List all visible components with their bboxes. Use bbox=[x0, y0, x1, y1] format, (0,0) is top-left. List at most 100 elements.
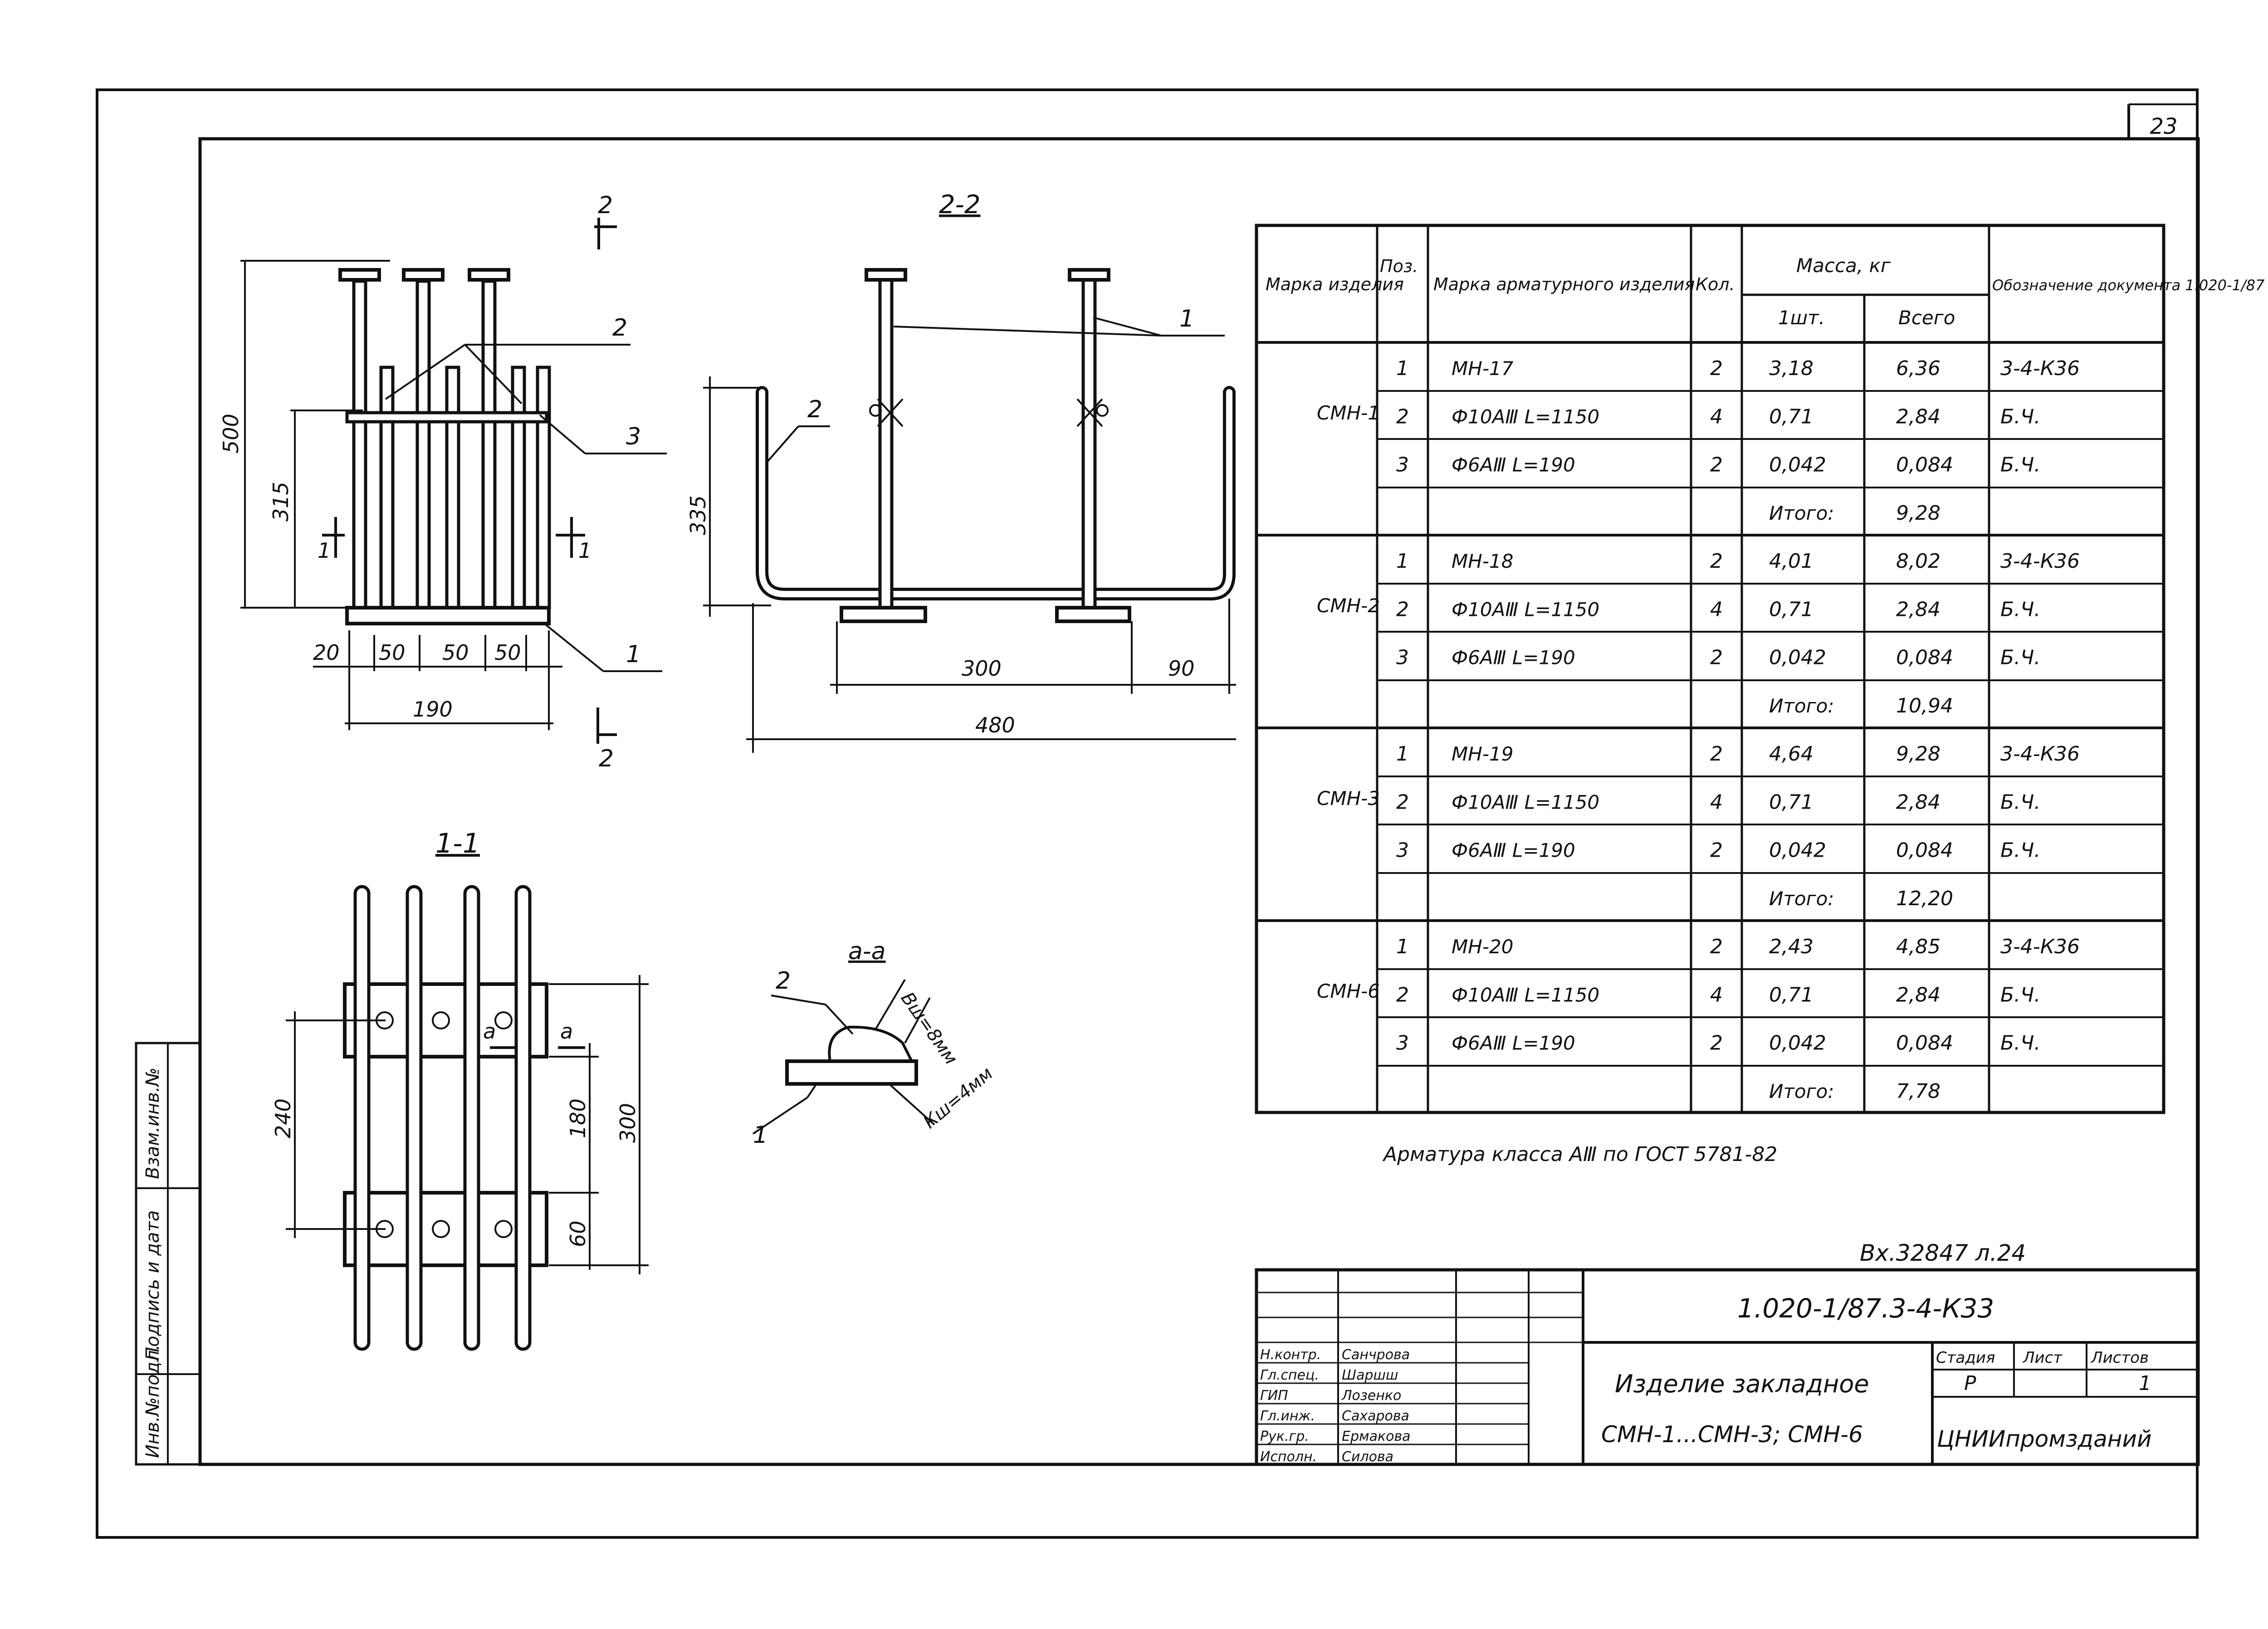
spec-cell-kol: 4 bbox=[1710, 405, 1723, 428]
s22-dim-300: 300 bbox=[962, 656, 1002, 681]
spec-cell-kol: 2 bbox=[1710, 646, 1723, 669]
s11-dim-240: 240 bbox=[271, 1098, 295, 1138]
aa-pos-1: 1 bbox=[753, 1122, 768, 1149]
tb-stage-h: Стадия bbox=[1936, 1349, 1995, 1367]
spec-cell-doc: Б.Ч. bbox=[2000, 790, 2040, 814]
dim-50c: 50 bbox=[494, 640, 521, 665]
spec-cell-sht: 4,64 bbox=[1769, 742, 1813, 766]
spec-cell-armat: Ф6АⅢ L=190 bbox=[1452, 647, 1575, 669]
spec-cell-vsego: 2,84 bbox=[1896, 983, 1941, 1006]
spec-cell-kol: 4 bbox=[1710, 790, 1723, 814]
spec-cell-doc: 3-4-К36 bbox=[2000, 357, 2080, 380]
spec-cell-armat: Ф6АⅢ L=190 bbox=[1452, 454, 1575, 476]
spec-cell-vsego: 4,85 bbox=[1896, 935, 1941, 958]
tb-person-role: Рук.гр. bbox=[1260, 1429, 1309, 1444]
tb-person-role: ГИП bbox=[1260, 1388, 1288, 1404]
spec-cell-armat: МН-17 bbox=[1452, 357, 1514, 380]
spec-cell-sht: 0,71 bbox=[1769, 598, 1813, 621]
spec-cell-armat: МН-20 bbox=[1452, 936, 1513, 958]
dim-190: 190 bbox=[413, 697, 453, 722]
tb-code: 1.020-1/87.3-4-К33 bbox=[1737, 1293, 1994, 1324]
section-a-a: a-a 2 1 Вш=8мм Кш=4мм bbox=[752, 938, 997, 1149]
spec-cell-doc: 3-4-К36 bbox=[2000, 742, 2080, 766]
spec-cell-poz: 3 bbox=[1396, 646, 1409, 669]
tb-person-role: Н.контр. bbox=[1260, 1347, 1321, 1363]
spec-cell-poz: 3 bbox=[1396, 454, 1409, 477]
th-vsego: Всего bbox=[1898, 307, 1955, 329]
spec-group-name: СМН-6 bbox=[1317, 980, 1380, 1002]
spec-cell-sht: 0,71 bbox=[1769, 405, 1813, 428]
spec-cell-doc: Б.Ч. bbox=[2000, 646, 2040, 669]
spec-total-label: Итого: bbox=[1769, 1080, 1834, 1102]
inner-frame bbox=[198, 137, 2200, 1466]
spec-cell-sht: 0,042 bbox=[1769, 646, 1826, 669]
tb-ref: Вх.32847 л.24 bbox=[1860, 1240, 2026, 1266]
spec-group-name: СМН-2 bbox=[1317, 595, 1380, 617]
th-kol: Кол. bbox=[1696, 274, 1735, 294]
section-a-a-title: a-a bbox=[848, 938, 886, 965]
th-oboz: Обозначение документа 1.020-1/87 bbox=[1992, 277, 2265, 294]
spec-total-value: 12,20 bbox=[1896, 887, 1953, 910]
tb-person-name: Санчрова bbox=[1342, 1347, 1410, 1363]
spec-cell-sht: 0,042 bbox=[1769, 839, 1826, 862]
side-inv-orig: Инв.№подл. bbox=[142, 1344, 163, 1458]
sheet-number: 23 bbox=[2150, 114, 2177, 139]
spec-cell-armat: Ф6АⅢ L=190 bbox=[1452, 839, 1575, 862]
spec-total-value: 10,94 bbox=[1896, 694, 1953, 717]
spec-total-label: Итого: bbox=[1769, 888, 1834, 910]
spec-total-label: Итого: bbox=[1769, 502, 1834, 524]
s11-dim-60: 60 bbox=[566, 1220, 590, 1247]
spec-cell-armat: Ф10АⅢ L=1150 bbox=[1452, 598, 1599, 620]
aa-pos-2: 2 bbox=[776, 967, 791, 995]
spec-cell-armat: МН-19 bbox=[1452, 743, 1513, 765]
spec-cell-doc: Б.Ч. bbox=[2000, 983, 2040, 1006]
spec-cell-kol: 4 bbox=[1710, 598, 1723, 621]
section-1-1-title: 1-1 bbox=[435, 828, 480, 859]
spec-cell-poz: 3 bbox=[1396, 839, 1409, 862]
tb-person-role: Гл.инж. bbox=[1260, 1408, 1315, 1424]
s22-pos-2: 2 bbox=[807, 396, 822, 423]
spec-cell-poz: 1 bbox=[1396, 550, 1409, 573]
spec-cell-armat: Ф6АⅢ L=190 bbox=[1452, 1032, 1575, 1054]
spec-cell-sht: 4,01 bbox=[1769, 550, 1813, 573]
spec-cell-armat: Ф10АⅢ L=1150 bbox=[1452, 791, 1599, 813]
tb-person-role: Исполн. bbox=[1260, 1449, 1317, 1465]
spec-cell-doc: 3-4-К36 bbox=[2000, 550, 2080, 573]
spec-cell-armat: Ф10АⅢ L=1150 bbox=[1452, 405, 1599, 428]
tb-sheets-h: Листов bbox=[2090, 1349, 2149, 1367]
tb-person-role: Гл.спец. bbox=[1260, 1367, 1319, 1383]
spec-cell-kol: 2 bbox=[1710, 839, 1723, 862]
spec-total-label: Итого: bbox=[1769, 695, 1834, 717]
pos-1-label: 1 bbox=[626, 641, 641, 668]
spec-cell-doc: Б.Ч. bbox=[2000, 405, 2040, 428]
spec-group-name: СМН-1 bbox=[1317, 402, 1380, 424]
spec-cell-doc: Б.Ч. bbox=[2000, 1032, 2040, 1055]
spec-cell-sht: 0,71 bbox=[1769, 983, 1813, 1006]
spec-cell-kol: 2 bbox=[1710, 454, 1723, 477]
spec-cell-poz: 2 bbox=[1396, 598, 1409, 621]
spec-cell-vsego: 8,02 bbox=[1896, 550, 1941, 573]
aa-weld-k: Кш=4мм bbox=[919, 1063, 997, 1133]
spec-cell-vsego: 0,084 bbox=[1896, 646, 1953, 669]
spec-cell-vsego: 0,084 bbox=[1896, 1032, 1953, 1055]
spec-cell-poz: 2 bbox=[1396, 790, 1409, 814]
spec-cell-doc: Б.Ч. bbox=[2000, 598, 2040, 621]
section-1-1: 1-1 240 180 60 300 a a bbox=[271, 828, 649, 1351]
spec-cell-sht: 0,042 bbox=[1769, 454, 1826, 477]
spec-total-value: 9,28 bbox=[1896, 502, 1941, 525]
s11-dim-300: 300 bbox=[616, 1103, 640, 1143]
spec-cell-sht: 0,042 bbox=[1769, 1032, 1826, 1055]
tb-person-name: Силова bbox=[1342, 1449, 1393, 1465]
spec-cell-kol: 2 bbox=[1710, 550, 1723, 573]
dim-50a: 50 bbox=[379, 640, 406, 665]
spec-cell-vsego: 0,084 bbox=[1896, 839, 1953, 862]
section-2-bottom: 2 bbox=[599, 745, 614, 772]
spec-cell-vsego: 9,28 bbox=[1896, 742, 1941, 766]
spec-cell-vsego: 2,84 bbox=[1896, 790, 1941, 814]
s11-dim-180: 180 bbox=[566, 1098, 590, 1138]
side-sign-date: Подпись и дата bbox=[142, 1210, 163, 1361]
spec-total-value: 7,78 bbox=[1896, 1080, 1941, 1103]
tb-person-name: Сахарова bbox=[1342, 1408, 1409, 1424]
